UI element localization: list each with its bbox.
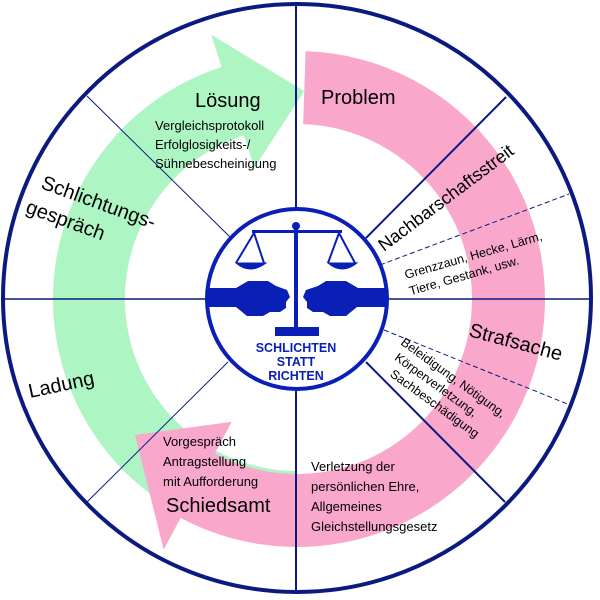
schiedsamt-item: mit Aufforderung	[163, 474, 258, 489]
divider-dashed-straf	[383, 329, 571, 406]
schiedsamt-item: Vorgespräch	[163, 434, 236, 449]
ehre-item: Verletzung der	[311, 459, 396, 474]
pink-cycle-arrow	[134, 51, 545, 550]
divider-lower-left	[86, 361, 229, 503]
schiedsamt-title: Schiedsamt	[166, 495, 271, 517]
green-cycle-arrow	[53, 34, 305, 543]
logo-text-line-2: STATT	[277, 355, 316, 369]
divider-dashed-nachbar	[379, 193, 570, 266]
ehre-item: Gleichstellungsgesetz	[311, 519, 437, 534]
divider-upper-left	[86, 95, 232, 239]
problem-title: Problem	[321, 87, 395, 109]
logo-text-line-3: RICHTEN	[268, 369, 324, 383]
segment-dividers	[4, 4, 592, 594]
ehre-item: persönlichen Ehre,	[311, 479, 419, 494]
outer-ring	[1, 2, 593, 594]
loesung-item: Sühnebescheinigung	[155, 156, 276, 171]
divider-upper-right	[365, 96, 507, 239]
scales-of-justice-icon	[234, 222, 359, 336]
divider-lower-right	[365, 361, 506, 503]
schiedsamt-item: Antragstellung	[163, 454, 246, 469]
ehre-item: Allgemeines	[311, 499, 382, 514]
handshake-icon	[209, 281, 385, 316]
loesung-title: Lösung	[195, 90, 261, 112]
loesung-item: Erfolglosigkeits-/	[155, 137, 251, 152]
loesung-item: Vergleichsprotokoll	[155, 118, 264, 133]
logo-badge: SCHLICHTEN STATT RICHTEN	[205, 207, 389, 391]
logo-text-line-1: SCHLICHTEN	[256, 341, 337, 355]
